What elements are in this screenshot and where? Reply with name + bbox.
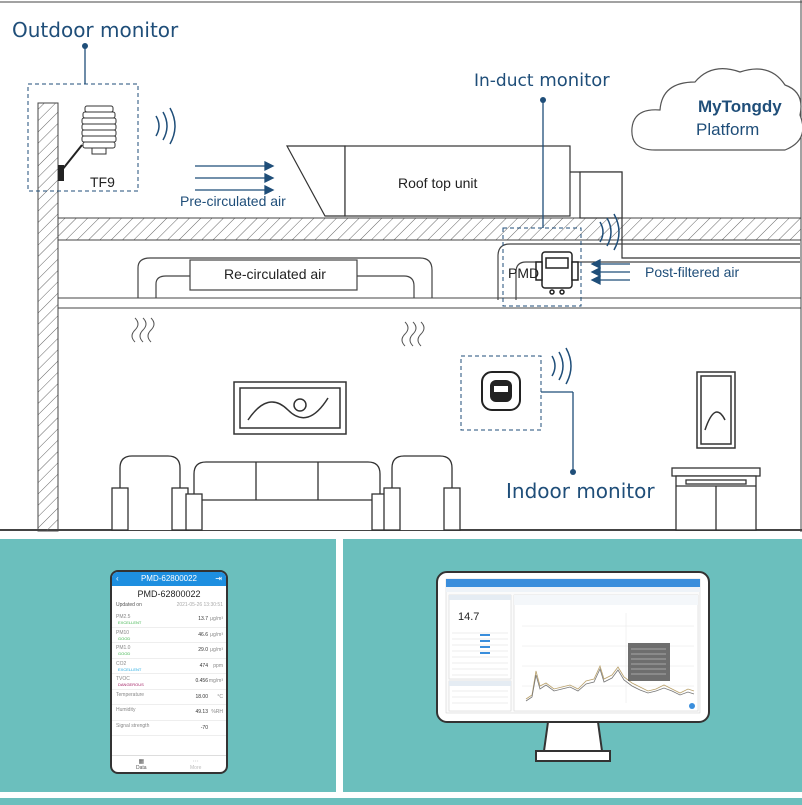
reading-unit: μg/m³ bbox=[210, 647, 223, 653]
roof-top-unit bbox=[285, 145, 800, 259]
in-duct-suffix: monitor bbox=[533, 70, 610, 91]
reading-unit: mg/m³ bbox=[208, 678, 223, 684]
nav-more-label: More bbox=[190, 765, 202, 771]
phone-header-title: PMD-62800022 bbox=[140, 574, 198, 583]
reading-name: PM2.5 bbox=[116, 614, 131, 620]
reading-value: 29.0 bbox=[198, 647, 208, 653]
return-duct bbox=[137, 257, 433, 298]
pmd-device bbox=[535, 251, 579, 295]
phone-header: ‹ PMD-62800022 ⇥ bbox=[112, 572, 226, 586]
more-icon: ⋯ bbox=[192, 759, 199, 765]
reading-name: PM1.0 bbox=[116, 645, 131, 651]
roof-slab bbox=[57, 217, 802, 241]
reading-status: EXCELLENT bbox=[118, 620, 142, 625]
pre-circulated-air-label: Pre-circulated air bbox=[180, 193, 286, 209]
wall-painting-portrait bbox=[696, 371, 736, 449]
nav-more[interactable]: ⋯More bbox=[190, 758, 201, 771]
bottom-strip bbox=[0, 798, 802, 805]
pmd-label: PMD bbox=[508, 265, 540, 281]
reading-unit: °C bbox=[217, 693, 223, 700]
roof-top-unit-label: Roof top unit bbox=[398, 175, 478, 191]
data-icon: ▦ bbox=[138, 759, 145, 765]
outdoor-signal-icon bbox=[155, 107, 176, 145]
post-filtered-air-label: Post-filtered air bbox=[645, 264, 740, 280]
sofa-set bbox=[111, 455, 461, 531]
platform-label: Platform bbox=[696, 120, 760, 139]
reading-row[interactable]: Temperature 18.00 °C bbox=[112, 690, 226, 705]
phone-mockup: ‹ PMD-62800022 ⇥ PMD-62800022 Updated on… bbox=[110, 570, 228, 774]
reading-value: 0.456 bbox=[195, 678, 208, 684]
reading-value: 49.13 bbox=[195, 709, 208, 715]
reading-row[interactable]: Humidity 49.13%RH bbox=[112, 705, 226, 721]
reading-value: 474 bbox=[199, 662, 208, 669]
ceiling bbox=[57, 297, 802, 309]
in-duct-monitor-label: In-duct monitor bbox=[474, 70, 610, 91]
reading-status: GOOD bbox=[118, 651, 131, 656]
device-title: PMD-62800022 bbox=[137, 589, 201, 599]
reading-unit: ppm bbox=[213, 662, 223, 669]
reading-unit: μg/m³ bbox=[210, 616, 223, 622]
re-circulated-air-label: Re-circulated air bbox=[224, 266, 326, 282]
reading-value: 18.00 bbox=[195, 693, 208, 700]
nav-data[interactable]: ▦Data bbox=[136, 758, 147, 771]
reading-value: 46.6 bbox=[198, 631, 208, 638]
vent-air-icon bbox=[131, 317, 425, 347]
reading-name: Humidity bbox=[116, 707, 136, 713]
reading-name: CO2 bbox=[116, 660, 127, 667]
platform-brand-logo: MyTongdy bbox=[698, 97, 782, 116]
outer-wall bbox=[37, 102, 59, 532]
outdoor-monitor-label: Outdoor monitor bbox=[12, 18, 179, 42]
reading-name: TVOC bbox=[116, 676, 130, 682]
cloud-shape bbox=[631, 68, 802, 151]
reading-value: -70 bbox=[200, 724, 208, 731]
reading-status: DANGEROUS bbox=[118, 682, 144, 687]
dashboard-trend-lines bbox=[525, 664, 695, 702]
export-icon[interactable]: ⇥ bbox=[215, 574, 222, 583]
in-duct-prefix: In-duct bbox=[474, 71, 534, 91]
reading-name: Temperature bbox=[116, 691, 145, 698]
updated-label: Updated on bbox=[116, 602, 142, 608]
indoor-signal-icon bbox=[551, 347, 572, 385]
cabinet bbox=[671, 467, 761, 531]
reading-status: EXCELLENT bbox=[118, 666, 142, 672]
reading-value: 13.7 bbox=[198, 616, 208, 622]
updated-row: Updated on 2021-05-26 13:30:51 bbox=[112, 602, 226, 612]
supply-duct bbox=[497, 243, 800, 300]
phone-bottom-nav: ▦Data ⋯More bbox=[112, 755, 226, 772]
post-air-arrows bbox=[590, 258, 630, 286]
reading-unit: %RH bbox=[211, 709, 223, 715]
tf9-device bbox=[58, 105, 117, 181]
wall-painting-landscape bbox=[233, 381, 347, 435]
reading-name: PM10 bbox=[116, 629, 130, 636]
pre-air-arrows bbox=[195, 160, 275, 196]
in-duct-signal-icon bbox=[599, 213, 620, 251]
reading-unit: μg/m³ bbox=[210, 631, 223, 638]
in-duct-leader bbox=[502, 97, 582, 307]
reading-name: Signal strength bbox=[116, 722, 150, 729]
reading-status: GOOD bbox=[118, 635, 131, 641]
tf9-label: TF9 bbox=[90, 174, 115, 190]
back-icon[interactable]: ‹ bbox=[116, 574, 119, 583]
dashboard-big-value: 14.7 bbox=[458, 611, 480, 623]
building-diagram: Outdoor monitor In-duct monitor Indoor m… bbox=[0, 0, 802, 532]
indoor-monitor-label: Indoor monitor bbox=[506, 479, 655, 503]
reading-row[interactable]: Signal strength -70 bbox=[112, 721, 226, 736]
indoor-monitor-group bbox=[460, 355, 576, 475]
nav-data-label: Data bbox=[136, 765, 147, 771]
outdoor-monitor-group bbox=[27, 43, 176, 192]
desktop-monitor: 14.7 bbox=[436, 571, 710, 766]
updated-value: 2021-05-26 13:30:51 bbox=[176, 602, 223, 608]
